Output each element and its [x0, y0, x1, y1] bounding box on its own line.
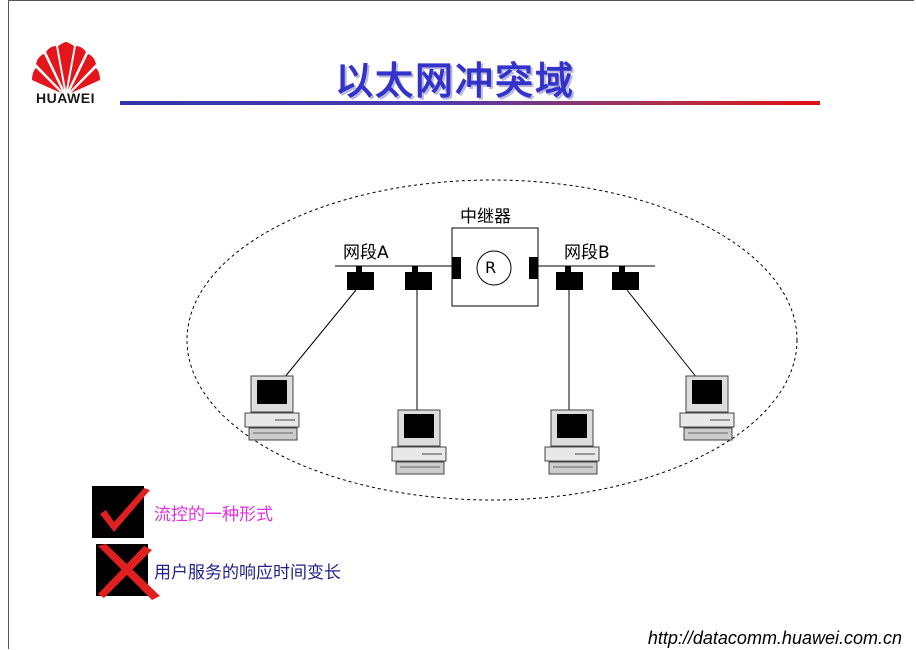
transceiver-a2 — [405, 266, 432, 290]
computer-icon — [679, 375, 735, 441]
repeater-port-left — [452, 257, 461, 279]
segment-b-label: 网段B — [564, 243, 610, 263]
transceiver-b1 — [556, 266, 583, 290]
drop-cable-a1 — [283, 289, 357, 379]
bullet-flow-control: 流控的一种形式 — [154, 505, 273, 525]
collision-domain-ellipse — [186, 179, 798, 501]
drop-cable-b2 — [626, 289, 698, 379]
check-icon — [92, 486, 150, 538]
segment-a-label: 网段A — [343, 243, 389, 263]
repeater-symbol: R — [485, 258, 497, 277]
computer-icon — [391, 409, 447, 475]
cross-icon — [96, 544, 160, 600]
brand-name: HUAWEI — [36, 90, 95, 106]
transceiver-b2 — [612, 266, 639, 290]
transceiver-a1 — [347, 266, 374, 290]
repeater-port-right — [529, 257, 538, 279]
repeater-label: 中继器 — [460, 207, 511, 227]
repeater-circle — [476, 250, 512, 286]
slide-frame — [8, 0, 914, 649]
computer-icon — [244, 375, 300, 441]
page-title: 以太网冲突域 — [335, 59, 576, 103]
computer-icon — [544, 409, 600, 475]
footer-url: http://datacomm.huawei.com.cn — [647, 628, 902, 648]
huawei-logo-icon — [32, 42, 100, 93]
bullet-response-time: 用户服务的响应时间变长 — [154, 563, 341, 583]
title-underline — [120, 101, 820, 105]
